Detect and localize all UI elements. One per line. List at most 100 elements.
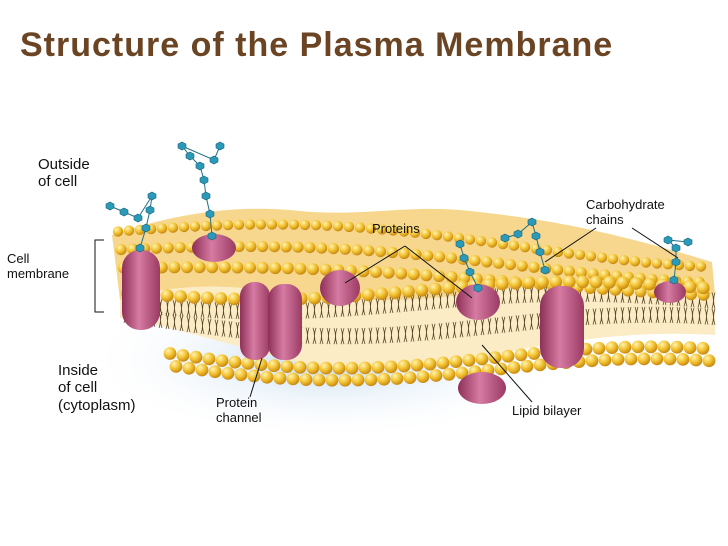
lipid-head [321, 220, 333, 231]
lipid-head [624, 352, 638, 366]
protein-peripheral-right [456, 284, 506, 404]
lipid-head [244, 261, 256, 274]
lipid-head [156, 223, 168, 234]
lipid-head [516, 260, 528, 272]
lipid-head [519, 242, 531, 253]
protein-top-left [192, 234, 236, 262]
lipid-head [596, 252, 608, 263]
lipid-head [167, 222, 179, 233]
page-title: Structure of the Plasma Membrane [20, 26, 614, 64]
lipid-head [174, 241, 186, 254]
lipid-head [211, 220, 223, 231]
label-line: Carbohydrate [586, 197, 665, 212]
lipid-head [162, 242, 174, 254]
lipid-head [603, 275, 616, 289]
lipid-head [616, 276, 630, 290]
lipid-tail [585, 308, 590, 326]
lipid-head [168, 261, 181, 274]
lipid-tail [382, 327, 387, 344]
lipid-head [339, 243, 351, 255]
sugar-unit [459, 253, 469, 263]
lipid-head [695, 261, 707, 272]
lipid-head [574, 249, 586, 260]
lipid-head [631, 340, 645, 354]
lipid-head [268, 241, 280, 253]
lipid-head [640, 257, 652, 268]
sugar-unit [119, 207, 129, 217]
lipid-tail [501, 316, 506, 333]
lipid-tail [165, 312, 170, 330]
lipid-head [160, 289, 174, 302]
lipid-tail [648, 306, 653, 323]
lipid-tail [305, 327, 310, 344]
lipid-head [254, 358, 268, 372]
lipid-head [618, 340, 632, 354]
sugar-unit [141, 223, 151, 233]
lipid-tail [389, 326, 394, 344]
lipid-bilayer-leader [481, 344, 533, 403]
lipid-head [201, 291, 214, 305]
sugar-unit [199, 175, 209, 185]
lipid-tail [207, 318, 212, 335]
lipid-tail [312, 327, 317, 344]
sugar-unit [201, 191, 211, 201]
lipid-head [189, 221, 201, 232]
lipid-head [409, 227, 421, 238]
lipid-head [227, 292, 241, 306]
lipid-head [442, 281, 455, 295]
lipid-head [387, 225, 399, 236]
leader-lines [94, 227, 679, 403]
lipid-head [299, 373, 313, 386]
lipid-head [377, 372, 391, 386]
lipid-head [592, 341, 606, 355]
lipid-head [455, 366, 469, 380]
lipid-tail [193, 316, 198, 334]
sugar-unit [147, 191, 157, 201]
lipid-head [402, 285, 415, 298]
lipid-tail [375, 298, 380, 315]
lipid-head [294, 262, 307, 275]
lipid-head [552, 264, 564, 276]
lipid-tail [452, 321, 457, 339]
sugar-unit [671, 243, 681, 253]
lipid-head [663, 352, 677, 366]
lipid-head [398, 247, 410, 260]
lipid-head [433, 270, 445, 283]
lipid-head [257, 241, 269, 253]
sugar-unit [473, 283, 483, 293]
lipid-head [629, 277, 643, 290]
lipid-head [563, 265, 576, 277]
lipid-tail [354, 327, 359, 345]
lipid-head [684, 260, 696, 272]
lipid-tail [634, 306, 639, 324]
sugar-unit [535, 247, 545, 257]
carbohydrate-leader-right [631, 227, 679, 259]
lipid-tail [683, 307, 688, 324]
lipid-tail [711, 308, 716, 326]
lipid-head [308, 291, 321, 305]
lipid-head [651, 258, 663, 269]
lipid-head [358, 361, 372, 375]
lipid-tail [599, 308, 604, 325]
sugar-unit [540, 265, 550, 275]
lipid-tail [375, 327, 380, 344]
lipid-head [365, 223, 377, 234]
lipid-head [215, 354, 229, 367]
lipid-head [375, 246, 387, 258]
sugar-unit [207, 231, 217, 241]
lipid-tail [592, 308, 597, 325]
lipid-tail [347, 328, 352, 345]
lipid-head [449, 355, 463, 368]
lipid-tail [522, 314, 527, 331]
lipid-head [345, 361, 359, 375]
lipid-tail [480, 318, 485, 336]
lipid-head [115, 244, 127, 256]
lipid-head [541, 245, 553, 256]
lipid-head [280, 241, 292, 253]
lipid-tail [529, 313, 534, 331]
lipid-tail [627, 306, 632, 324]
lipid-head [112, 226, 124, 237]
lipid-head [403, 371, 417, 384]
lipid-head [325, 373, 339, 387]
